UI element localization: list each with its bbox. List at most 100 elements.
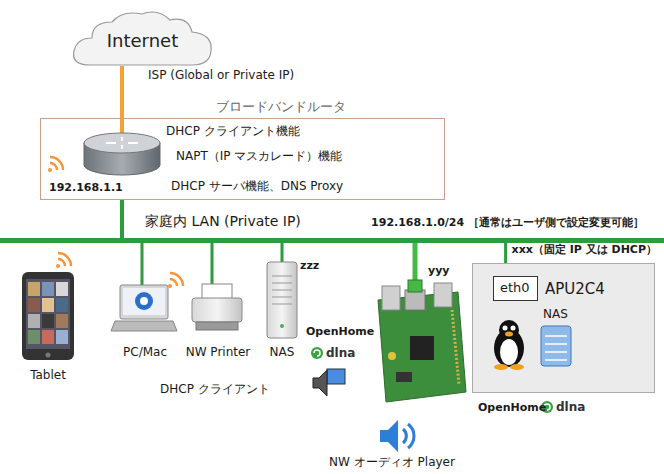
ip-placeholder: yyy — [428, 264, 450, 277]
wifi-dot — [56, 264, 60, 268]
pi-gpio — [452, 310, 459, 385]
wifi-arc — [50, 157, 63, 170]
wifi-arc — [170, 273, 183, 286]
tile — [42, 314, 54, 328]
wifi-arc — [58, 259, 65, 266]
tile — [28, 298, 40, 312]
wifi-symbol — [56, 253, 71, 268]
dlna-logo: dlna — [326, 346, 355, 360]
dlna-swirl — [314, 350, 320, 356]
tux-head — [499, 320, 519, 340]
device-label: PC/Mac — [123, 345, 167, 359]
function-text: DHCP サーバ機能、DNS Proxy — [171, 179, 343, 193]
raspberry-pi — [378, 280, 466, 402]
ip-placeholder: zzz — [300, 259, 319, 272]
tile — [42, 330, 54, 344]
role-text: NAS — [543, 307, 568, 321]
router-top — [84, 133, 160, 153]
wifi-arc — [50, 163, 57, 170]
router-arrows — [106, 137, 138, 149]
ip-address: xxx（固定 IP 又は DHCP） — [512, 243, 657, 256]
printer-icon — [192, 284, 242, 330]
speaker-cone — [313, 370, 327, 396]
wifi-dot — [168, 284, 172, 288]
tile — [28, 282, 40, 296]
router-group-box: ブロードバンドルータDHCP クライアント機能NAPT（IP マスカレード）機能… — [40, 118, 445, 200]
device-label: NW オーディオ Player — [329, 455, 455, 469]
pi-chip — [396, 372, 412, 382]
pi-audio-jack — [388, 352, 396, 360]
tablet-tiles — [28, 282, 68, 344]
nas-slots — [272, 276, 292, 304]
device-label: NW Printer — [186, 345, 251, 359]
speaker-icon — [313, 369, 345, 396]
ip-address: 192.168.1.1 — [49, 181, 123, 194]
tux-belly — [500, 339, 518, 365]
pi-chip — [410, 336, 434, 360]
openhome-logo: OpenHome — [478, 401, 546, 414]
tablet-body — [22, 272, 74, 360]
edge-label: ISP (Global or Private IP) — [148, 68, 294, 82]
nas-body — [541, 326, 571, 366]
audio-symbol — [380, 420, 414, 452]
nas-slots — [545, 336, 567, 360]
cloud-label: Internet — [70, 30, 215, 52]
pc-monitor — [120, 285, 168, 319]
dlna-dot — [311, 347, 323, 359]
tile — [28, 330, 40, 344]
device-label: NAS — [270, 345, 295, 359]
wifi-arc — [170, 279, 177, 286]
wifi-arc — [58, 253, 71, 266]
sound-wave — [408, 424, 414, 448]
isp-wire — [120, 118, 124, 134]
tux-eye — [503, 326, 508, 331]
speaker-screen — [327, 369, 345, 384]
cloud-shape: Internet — [70, 8, 215, 66]
pc-icon — [111, 285, 177, 331]
nas-led — [280, 324, 284, 328]
tile — [42, 282, 54, 296]
wifi-symbol — [168, 273, 183, 288]
pc-keyboard — [111, 321, 177, 331]
network-name: 家庭内 LAN (Private IP) — [145, 213, 301, 230]
tux-icon — [494, 320, 524, 370]
pi-plug — [408, 280, 422, 292]
tile — [56, 298, 68, 312]
tile — [42, 298, 54, 312]
printer-tray — [196, 322, 238, 330]
port-box: eth0 — [493, 276, 538, 301]
tile — [56, 282, 68, 296]
tux-body — [494, 329, 524, 367]
lan-link — [120, 200, 124, 238]
port-name: eth0 — [500, 280, 530, 296]
group-heading: ブロードバンドルータ — [216, 99, 346, 115]
tablet-button — [46, 353, 51, 358]
pi-usb — [382, 286, 400, 310]
tux-beak — [505, 332, 513, 337]
pi-ethernet — [405, 290, 425, 310]
tile — [56, 314, 68, 328]
drop-wire — [413, 243, 418, 283]
sound-wave — [403, 429, 406, 443]
drop-wire — [141, 243, 144, 285]
pi-usb — [434, 283, 452, 307]
device-label: Tablet — [30, 368, 66, 382]
printer-body — [192, 298, 242, 322]
openhome-logo: OpenHome — [306, 325, 374, 338]
tile — [28, 314, 40, 328]
device-name: APU2C4 — [545, 280, 605, 298]
tablet-screen — [26, 279, 70, 349]
function-text: DHCP クライアント機能 — [166, 124, 300, 138]
apu-box: eth0xxx（固定 IP 又は DHCP）APU2C4NAS — [472, 263, 655, 393]
dlna-logo: dlna — [556, 400, 585, 414]
function-text: NAPT（IP マスカレード）機能 — [176, 149, 342, 163]
nas-icon — [267, 262, 297, 338]
pc-app-icon — [140, 297, 148, 305]
lan-bus: 家庭内 LAN (Private IP)192.168.1.0/24 ［通常はユ… — [0, 238, 664, 243]
pc-app-icon — [135, 292, 153, 310]
group-note: DHCP クライアント — [160, 382, 270, 396]
wifi-dot — [48, 168, 52, 172]
tux-foot — [494, 364, 508, 370]
subnet-note: 192.168.1.0/24 ［通常はユーザ側で設定変更可能］ — [371, 216, 644, 229]
isp-link — [120, 66, 124, 118]
